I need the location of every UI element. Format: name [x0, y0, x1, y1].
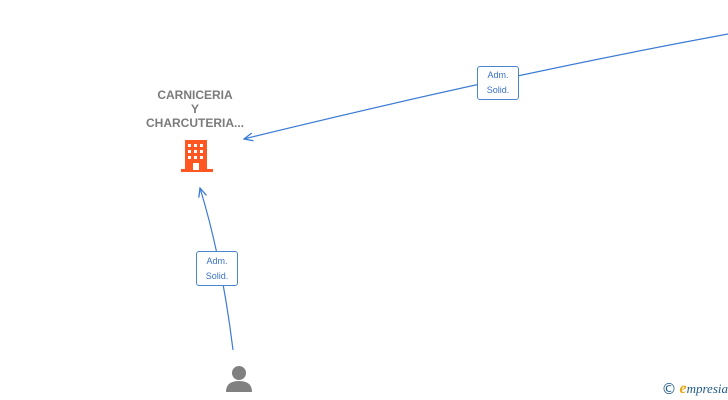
edge-label-role-detail: Solid.: [205, 271, 229, 281]
company-name-line-2: Y: [190, 102, 199, 116]
edge-label-role: Adm.: [487, 70, 509, 80]
edge-label-person-to-company[interactable]: Adm. Solid.: [196, 251, 238, 286]
edge-label-offscreen-to-company[interactable]: Adm. Solid.: [477, 66, 519, 100]
edge-label-role-detail: Solid.: [486, 85, 510, 95]
copyright-icon: ©: [661, 380, 677, 398]
brand-rest: mpresia: [686, 381, 728, 396]
edge-label-role: Adm.: [206, 256, 228, 266]
company-name-label[interactable]: CARNICERIA Y CHARCUTERIA...: [124, 88, 266, 130]
company-name-line-3: CHARCUTERIA...: [146, 116, 244, 130]
brand-logo: empresia: [679, 380, 728, 398]
empresia-watermark: © empresia: [661, 380, 728, 398]
company-name-line-1: CARNICERIA: [157, 88, 233, 102]
brand-initial: e: [679, 380, 687, 397]
building-icon[interactable]: [181, 140, 213, 172]
person-icon[interactable]: [226, 366, 252, 392]
